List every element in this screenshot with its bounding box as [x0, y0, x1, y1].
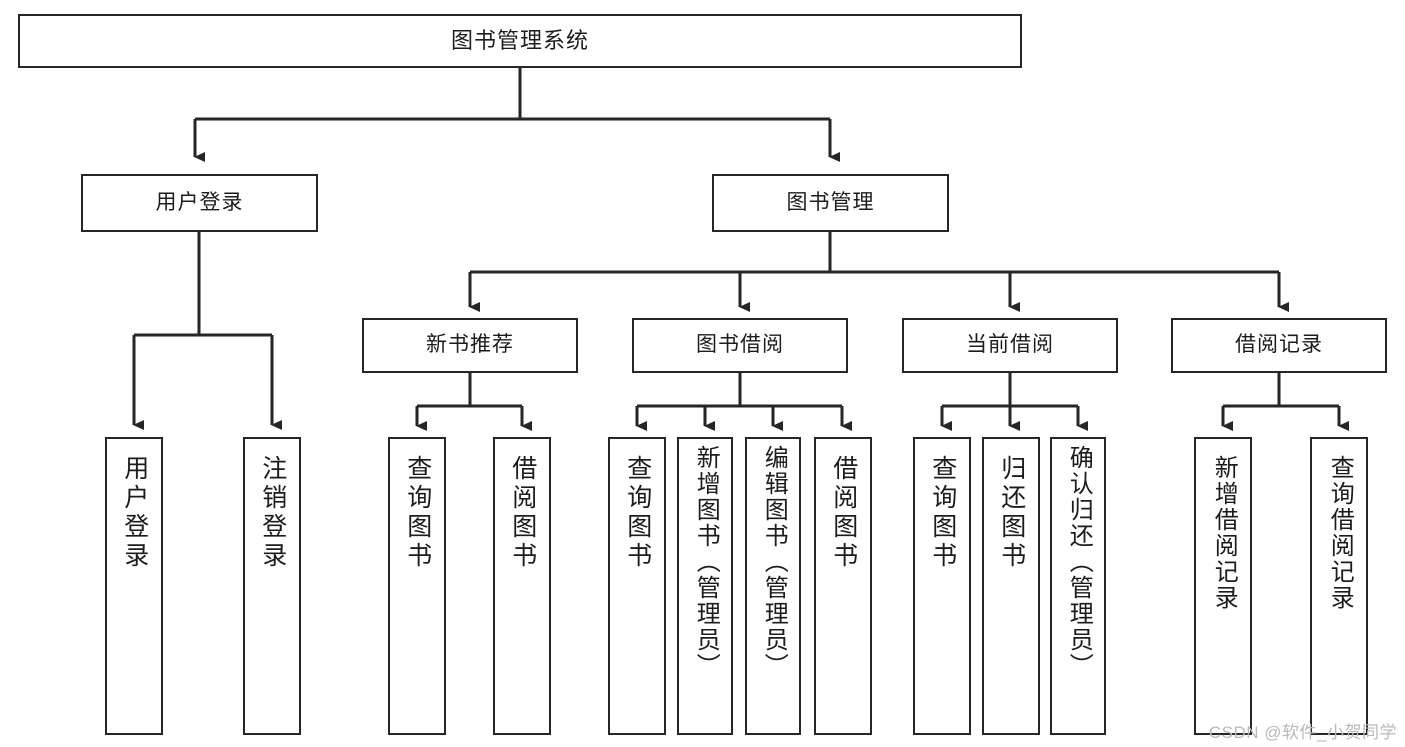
node-leaf-edit-book[interactable]: 编辑图书（管理员） [745, 437, 801, 735]
node-leaf-confirm-return-label: 确认归还（管理员） [1065, 445, 1093, 679]
node-leaf-confirm-return[interactable]: 确认归还（管理员） [1050, 437, 1106, 735]
node-leaf-user-logout-label: 注销登录 [258, 455, 287, 571]
node-leaf-borrow-book-1-label: 借阅图书 [508, 455, 537, 571]
node-leaf-add-record[interactable]: 新增借阅记录 [1194, 437, 1252, 735]
csdn-watermark: CSDN @软件_小贺同学 [1208, 723, 1397, 742]
node-new-book-recommend-label: 新书推荐 [426, 333, 514, 357]
node-leaf-query-book-3[interactable]: 查询图书 [913, 437, 971, 735]
node-leaf-borrow-book-2[interactable]: 借阅图书 [814, 437, 872, 735]
node-leaf-query-record-label: 查询借阅记录 [1326, 455, 1354, 611]
node-leaf-query-record[interactable]: 查询借阅记录 [1310, 437, 1368, 735]
node-current-borrow[interactable]: 当前借阅 [902, 318, 1118, 373]
node-leaf-user-login-label: 用户登录 [120, 455, 149, 571]
node-user-login-label: 用户登录 [155, 190, 244, 214]
node-leaf-return-book[interactable]: 归还图书 [982, 437, 1040, 735]
node-book-borrow-label: 图书借阅 [696, 333, 784, 357]
node-leaf-query-book-1[interactable]: 查询图书 [388, 437, 446, 735]
node-root-label: 图书管理系统 [450, 28, 589, 54]
node-root[interactable]: 图书管理系统 [18, 14, 1022, 68]
node-current-borrow-label: 当前借阅 [966, 333, 1054, 357]
node-book-borrow[interactable]: 图书借阅 [632, 318, 848, 373]
node-book-manage-label: 图书管理 [786, 190, 875, 214]
node-borrow-record-label: 借阅记录 [1235, 333, 1323, 357]
node-borrow-record[interactable]: 借阅记录 [1171, 318, 1387, 373]
node-leaf-query-book-2[interactable]: 查询图书 [608, 437, 666, 735]
node-user-login[interactable]: 用户登录 [81, 174, 318, 232]
node-leaf-borrow-book-2-label: 借阅图书 [829, 455, 858, 571]
node-leaf-add-book-label: 新增图书（管理员） [692, 445, 720, 679]
node-leaf-query-book-3-label: 查询图书 [928, 455, 957, 571]
node-leaf-user-login[interactable]: 用户登录 [105, 437, 163, 735]
node-leaf-borrow-book-1[interactable]: 借阅图书 [493, 437, 551, 735]
node-leaf-edit-book-label: 编辑图书（管理员） [760, 445, 788, 679]
node-new-book-recommend[interactable]: 新书推荐 [362, 318, 578, 373]
node-leaf-add-book[interactable]: 新增图书（管理员） [677, 437, 733, 735]
node-leaf-return-book-label: 归还图书 [997, 455, 1026, 571]
node-book-manage[interactable]: 图书管理 [712, 174, 949, 232]
node-leaf-user-logout[interactable]: 注销登录 [243, 437, 301, 735]
node-leaf-add-record-label: 新增借阅记录 [1210, 455, 1238, 611]
node-leaf-query-book-1-label: 查询图书 [403, 455, 432, 571]
node-leaf-query-book-2-label: 查询图书 [623, 455, 652, 571]
